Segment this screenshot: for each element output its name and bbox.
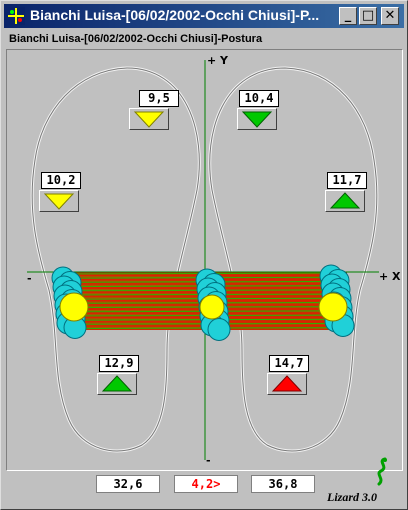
posture-plot: + Y + X - - 9,5 10,4 10,2 11,7 12,9 14,7: [6, 49, 403, 471]
foot-diagram: [27, 60, 379, 460]
sensor-right-front-value: 10,4: [239, 90, 279, 107]
sensor-right-rear-value: 14,7: [269, 355, 309, 372]
x-axis-minus: -: [27, 272, 32, 285]
maximize-button[interactable]: □: [359, 7, 377, 25]
triangle-down-icon: [241, 111, 273, 128]
center-cop-point: [199, 294, 225, 320]
sensor-left-rear-value: 12,9: [99, 355, 139, 372]
sensor-right-front-indicator[interactable]: [237, 108, 277, 130]
left-total-value: 32,6: [96, 475, 160, 493]
x-axis-label: + X: [379, 270, 401, 283]
triangle-down-icon: [133, 111, 165, 128]
center-difference-value: 4,2>: [174, 475, 238, 493]
sensor-left-front-indicator[interactable]: [129, 108, 169, 130]
right-total-value: 36,8: [251, 475, 315, 493]
triangle-down-icon: [43, 193, 75, 210]
y-axis-minus: -: [206, 454, 211, 467]
sensor-right-mid-indicator[interactable]: [325, 190, 365, 212]
triangle-up-icon: [101, 375, 133, 392]
sensor-right-rear-indicator[interactable]: [267, 373, 307, 395]
sensor-left-rear-indicator[interactable]: [97, 373, 137, 395]
sensor-left-mid-indicator[interactable]: [39, 190, 79, 212]
sensor-right-mid-value: 11,7: [327, 172, 367, 189]
sensor-left-mid-value: 10,2: [41, 172, 81, 189]
brand-name: Lizard 3.0: [327, 490, 378, 504]
triangle-up-icon: [271, 375, 303, 392]
sensor-left-front-value: 9,5: [139, 90, 179, 107]
right-cop-point: [318, 292, 348, 322]
y-axis-label: + Y: [207, 54, 229, 67]
title-bar[interactable]: Bianchi Luisa-[06/02/2002-Occhi Chiusi]-…: [4, 4, 404, 28]
lizard-icon: [377, 457, 387, 486]
window-title: Bianchi Luisa-[06/02/2002-Occhi Chiusi]-…: [30, 7, 320, 23]
triangle-up-icon: [329, 192, 361, 209]
minimize-button[interactable]: _: [339, 7, 357, 25]
close-button[interactable]: ✕: [381, 7, 399, 25]
app-icon: [7, 7, 25, 25]
chart-subtitle: Bianchi Luisa-[06/02/2002-Occhi Chiusi]-…: [9, 33, 263, 45]
left-cop-point: [59, 292, 89, 322]
